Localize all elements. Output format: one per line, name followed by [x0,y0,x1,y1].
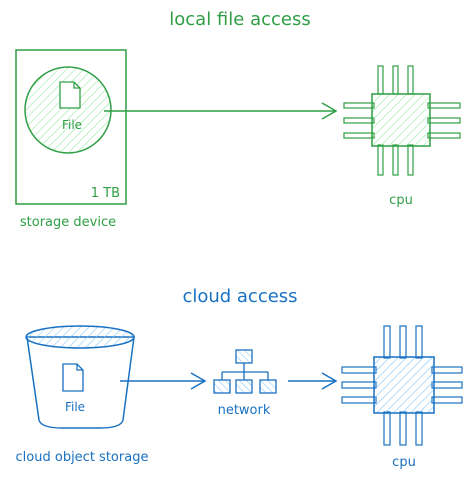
local-cpu-chip-icon [343,65,461,176]
cloud-arrow-1-icon [120,372,207,390]
network-label: network [218,403,271,418]
local-cpu-label: cpu [389,193,413,208]
cloud-cpu-label: cpu [392,455,416,470]
cloud-file-label: File [65,400,85,414]
cloud-storage-label: cloud object storage [16,450,149,465]
local-section-title: local file access [169,9,310,30]
storage-device: File 1 TB [15,49,127,205]
network-icon [213,349,277,394]
local-file-label: File [62,118,82,132]
capacity-label: 1 TB [91,186,120,201]
local-arrow-icon [104,102,338,120]
bucket-icon: File [25,325,135,429]
cloud-section-title: cloud access [182,286,297,307]
cloud-cpu-chip-icon [341,325,463,446]
storage-disk [24,66,112,154]
document-icon [59,81,81,109]
cloud-arrow-2-icon [288,372,338,390]
storage-device-label: storage device [20,215,116,230]
cloud-document-icon [62,363,84,392]
